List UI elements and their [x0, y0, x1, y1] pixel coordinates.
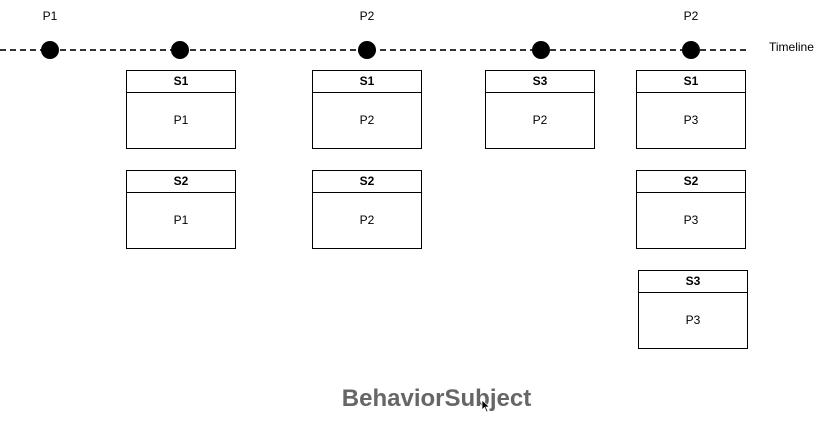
subscriber-box: S3 P2: [485, 70, 595, 149]
subscriber-name: S3: [639, 271, 747, 293]
event-dot: [41, 41, 59, 59]
subscriber-value: P3: [683, 213, 699, 227]
subscriber-box: S3 P3: [638, 270, 748, 349]
subscriber-name: S1: [637, 71, 745, 93]
subscriber-box: S2 P3: [636, 170, 746, 249]
event-dot: [171, 41, 189, 59]
subscriber-name: S2: [313, 171, 421, 193]
subscriber-name: S1: [127, 71, 235, 93]
mouse-cursor-icon: [481, 399, 491, 413]
subscriber-value: P2: [359, 113, 375, 127]
subscriber-value: P2: [532, 113, 548, 127]
subscriber-box: S1 P2: [312, 70, 422, 149]
subscriber-name: S2: [127, 171, 235, 193]
subscriber-value: P3: [685, 313, 701, 327]
event-label: P1: [42, 9, 58, 23]
subscriber-value: P3: [683, 113, 699, 127]
subscriber-value: P1: [173, 113, 189, 127]
event-dot: [532, 41, 550, 59]
event-dot: [682, 41, 700, 59]
subscriber-name: S3: [486, 71, 594, 93]
subscriber-box: S2 P1: [126, 170, 236, 249]
event-label: P2: [359, 9, 375, 23]
timeline-label: Timeline: [769, 40, 814, 54]
subscriber-name: S2: [637, 171, 745, 193]
subscriber-box: S1 P3: [636, 70, 746, 149]
subscriber-box: S1 P1: [126, 70, 236, 149]
subscriber-name: S1: [313, 71, 421, 93]
event-dot: [358, 41, 376, 59]
event-label: P2: [683, 9, 699, 23]
diagram-caption: BehaviorSubject: [341, 385, 532, 412]
subscriber-value: P2: [359, 213, 375, 227]
subscriber-value: P1: [173, 213, 189, 227]
subscriber-box: S2 P2: [312, 170, 422, 249]
